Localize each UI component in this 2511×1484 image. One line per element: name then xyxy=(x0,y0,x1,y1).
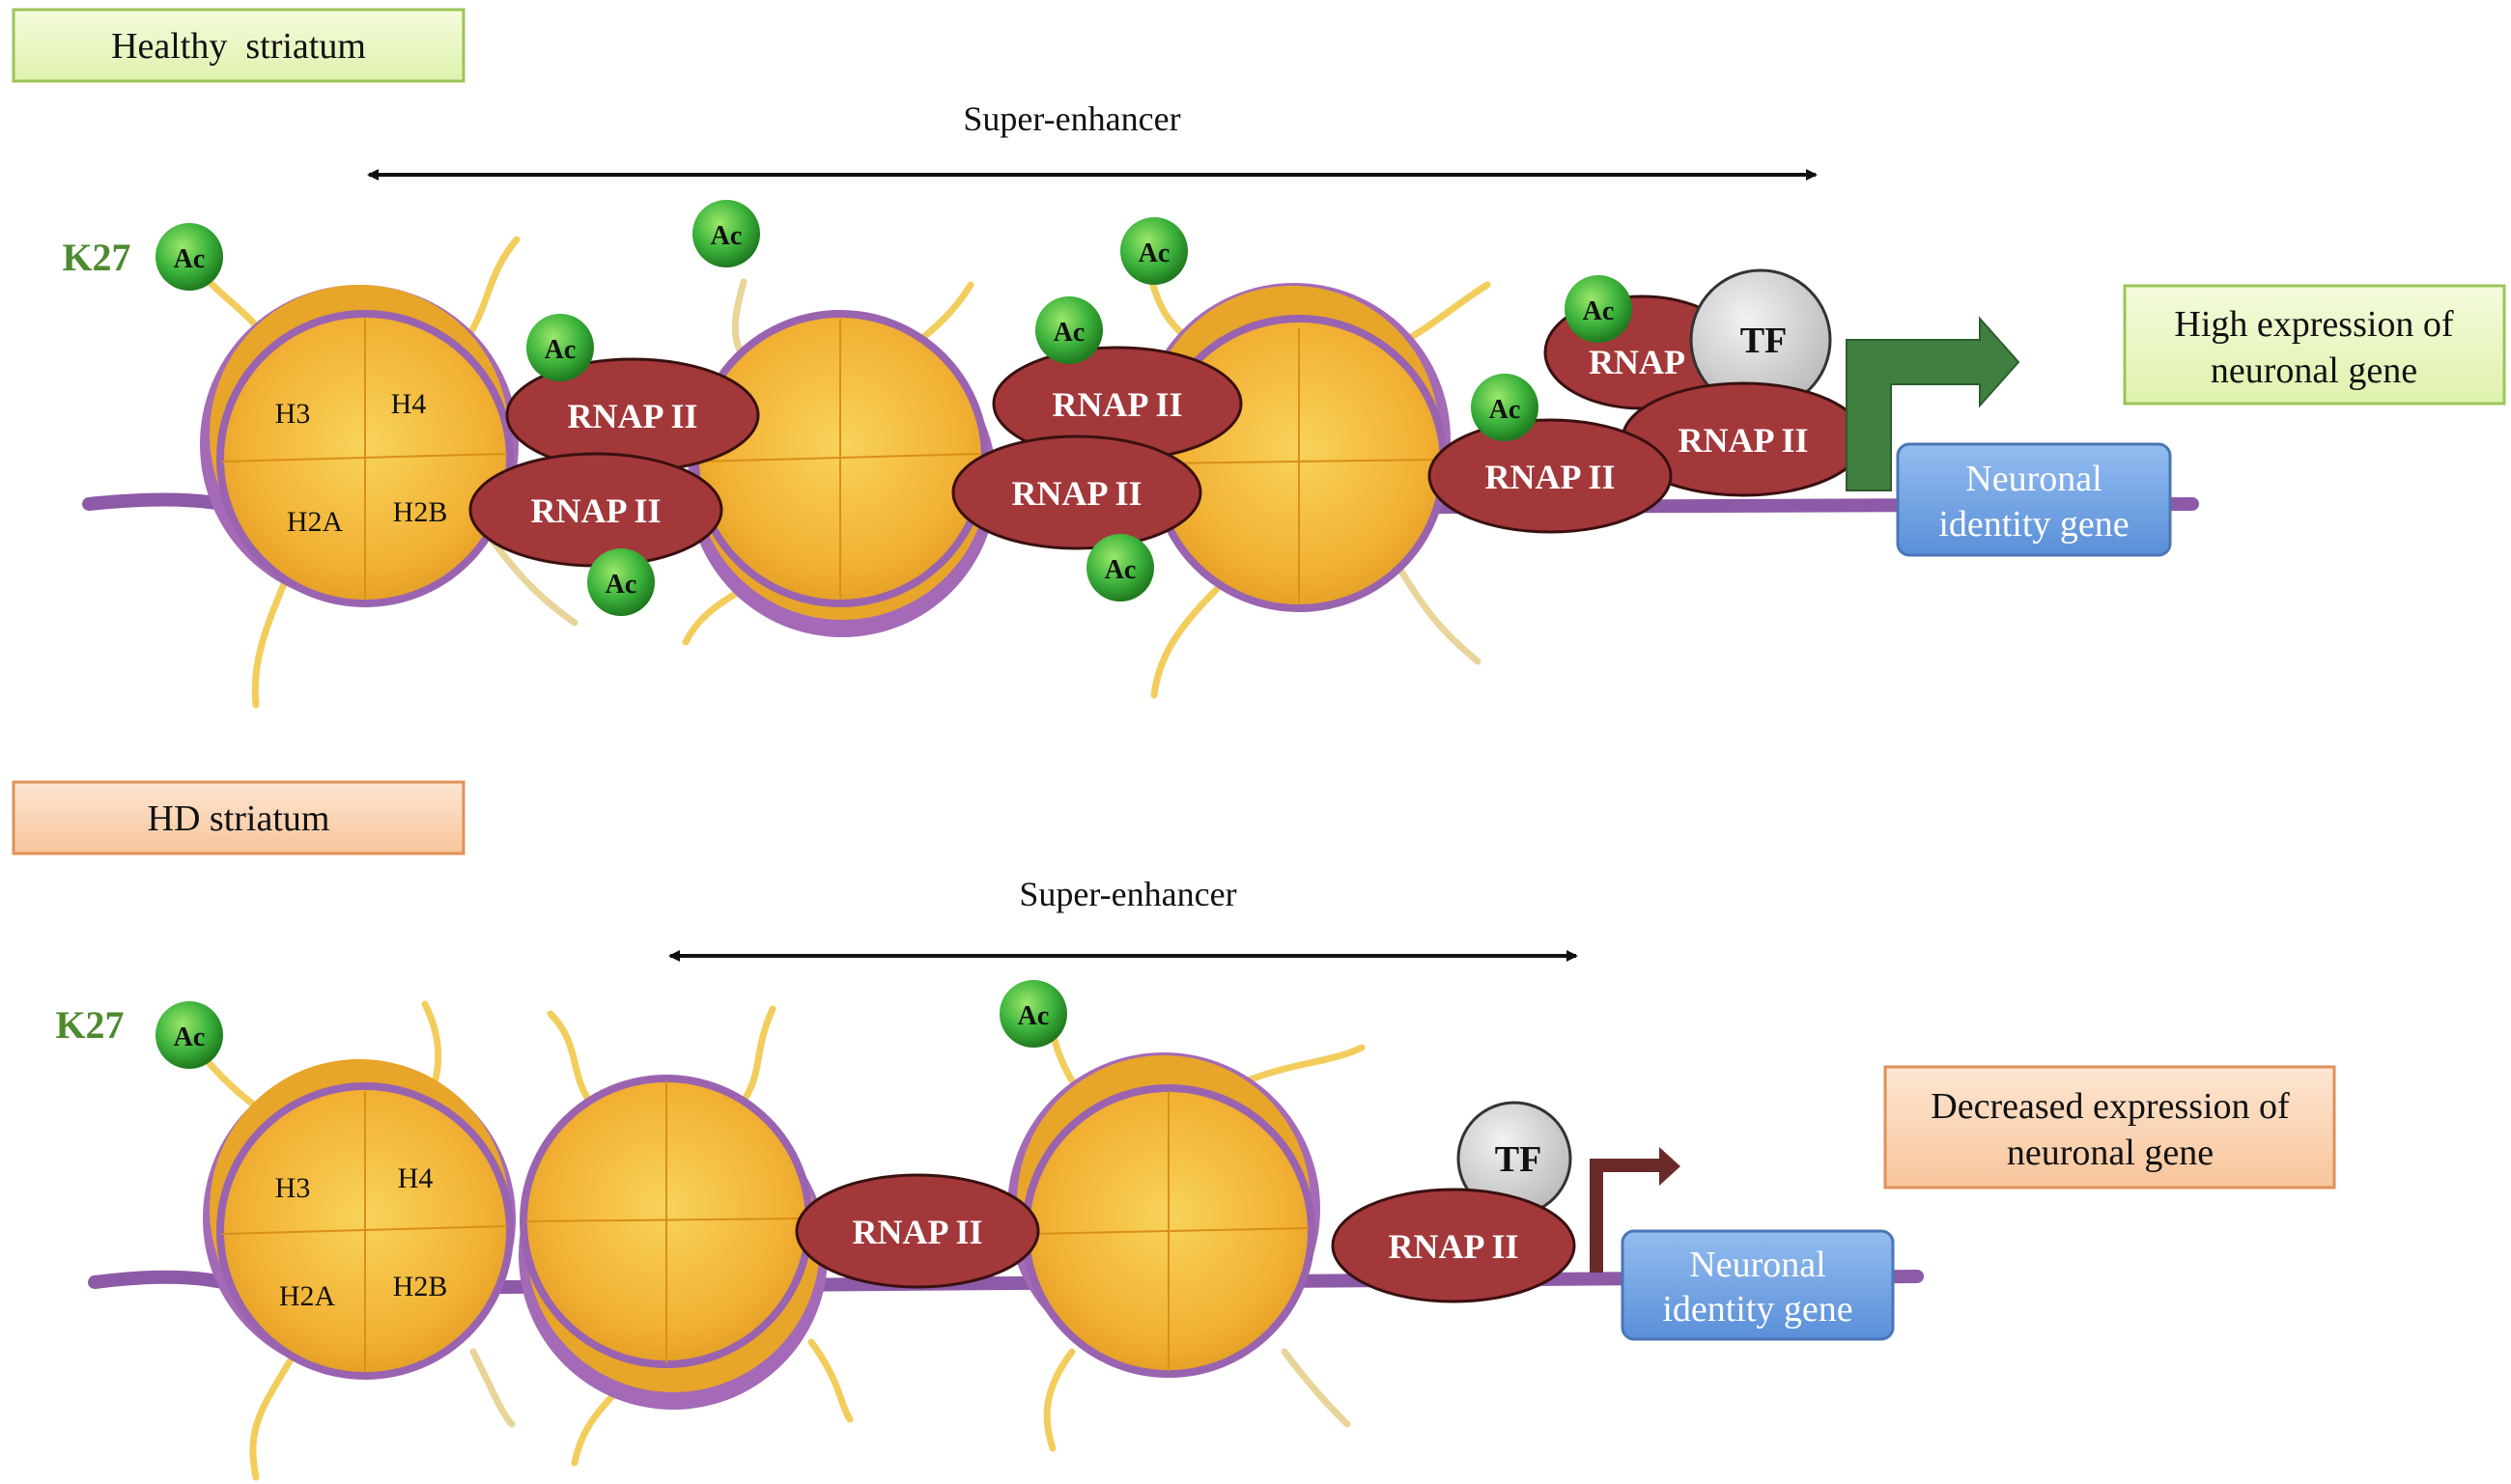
healthy-gene-line2: identity gene xyxy=(1938,504,2129,545)
healthy-rnap-2-label: RNAP II xyxy=(530,491,661,530)
healthy-ac-2: Ac xyxy=(692,200,760,267)
healthy-expression-box: High expression of neuronal gene xyxy=(2123,284,2506,406)
hd-super-enhancer-label: Super-enhancer xyxy=(1019,875,1236,913)
hd-nucleosome-3 xyxy=(1007,1052,1320,1378)
hd-gene-box: Neuronal identity gene xyxy=(1621,1229,1895,1341)
svg-text:Ac: Ac xyxy=(1139,238,1171,268)
hd-tf: TF xyxy=(1456,1101,1572,1217)
hd-panel: HD striatum Super-enhancer xyxy=(12,780,2336,1481)
healthy-rnap-1-label: RNAP II xyxy=(567,397,697,435)
healthy-histone-h3: H3 xyxy=(275,398,311,430)
healthy-panel: Healthy striatum Super-enhancer xyxy=(12,8,2506,709)
hd-histone-h4: H4 xyxy=(398,1162,434,1194)
healthy-rnap-7: RNAP II xyxy=(1427,418,1673,534)
hd-title-box: HD striatum xyxy=(12,780,466,855)
hd-k27-label: K27 xyxy=(55,1003,124,1047)
healthy-rnap-7-label: RNAP II xyxy=(1484,458,1615,496)
healthy-transcription-arrow xyxy=(1846,316,2020,491)
svg-text:Ac: Ac xyxy=(1105,555,1137,585)
hd-expression-line2: neuronal gene xyxy=(2007,1133,2214,1173)
healthy-nucleosome-1: H3 H4 H2A H2B xyxy=(200,285,519,607)
healthy-nucleosome-2 xyxy=(688,310,997,637)
svg-text:Ac: Ac xyxy=(1018,1001,1050,1031)
healthy-rnap-3: RNAP II xyxy=(992,346,1243,462)
hd-rnap-1: RNAP II xyxy=(795,1173,1040,1289)
hd-expression-line1: Decreased expression of xyxy=(1931,1086,2290,1127)
hd-gene-line2: identity gene xyxy=(1662,1289,1852,1330)
healthy-ac-9: Ac xyxy=(1565,275,1632,343)
svg-text:Ac: Ac xyxy=(606,570,637,600)
healthy-rnap-3-label: RNAP II xyxy=(1052,385,1182,424)
svg-text:Ac: Ac xyxy=(1583,296,1615,326)
healthy-ac-6: Ac xyxy=(1086,534,1154,602)
hd-rnap-2: RNAP II xyxy=(1331,1188,1576,1303)
healthy-expression-line1: High expression of xyxy=(2174,304,2454,345)
healthy-title: Healthy striatum xyxy=(111,26,366,67)
hd-ac-2: Ac xyxy=(1000,980,1067,1048)
healthy-super-enhancer-label: Super-enhancer xyxy=(963,99,1180,138)
hd-nucleosome-1: H3 H4 H2A H2B xyxy=(203,1059,516,1380)
svg-text:Ac: Ac xyxy=(1054,318,1086,348)
svg-text:Ac: Ac xyxy=(174,244,206,274)
healthy-rnap-6-label: RNAP II xyxy=(1678,421,1808,460)
healthy-ac-8: Ac xyxy=(1471,374,1538,441)
healthy-histone-h2b: H2B xyxy=(393,496,448,528)
healthy-expression-line2: neuronal gene xyxy=(2211,350,2417,391)
healthy-rnap-4: RNAP II xyxy=(951,434,1202,550)
healthy-tf: TF xyxy=(1689,268,1832,411)
hd-expression-box: Decreased expression of neuronal gene xyxy=(1883,1065,2336,1190)
healthy-k27-label: K27 xyxy=(62,236,130,279)
healthy-histone-h4: H4 xyxy=(391,388,427,420)
svg-text:Ac: Ac xyxy=(174,1022,206,1052)
healthy-histone-h2a: H2A xyxy=(287,506,344,538)
healthy-title-box: Healthy striatum xyxy=(12,8,466,83)
hd-gene-line1: Neuronal xyxy=(1689,1245,1825,1285)
healthy-ac-3: Ac xyxy=(526,314,594,381)
hd-nucleosome-2 xyxy=(519,1075,828,1410)
hd-transcription-arrow xyxy=(1590,1147,1680,1273)
healthy-gene-box: Neuronal identity gene xyxy=(1896,442,2172,557)
healthy-ac-marks: Ac Ac Ac Ac Ac Ac Ac Ac Ac xyxy=(155,200,1632,616)
hd-title: HD striatum xyxy=(148,798,330,839)
healthy-gene-line1: Neuronal xyxy=(1965,459,2102,499)
healthy-ac-4: Ac xyxy=(587,548,655,616)
hd-histone-h3: H3 xyxy=(275,1172,311,1204)
healthy-rnap-4-label: RNAP II xyxy=(1011,474,1142,513)
hd-tf-label: TF xyxy=(1495,1139,1542,1180)
hd-rnap-2-label: RNAP II xyxy=(1388,1227,1518,1266)
svg-text:Ac: Ac xyxy=(711,221,743,251)
svg-text:Ac: Ac xyxy=(1489,395,1521,425)
hd-ac-marks: Ac Ac xyxy=(155,980,1067,1069)
healthy-rnap-1: RNAP II xyxy=(505,357,760,473)
hd-histone-h2b: H2B xyxy=(393,1271,448,1302)
svg-text:Ac: Ac xyxy=(545,335,577,365)
healthy-rnap-5-label: RNAP xyxy=(1589,343,1685,381)
hd-ac-1: Ac xyxy=(155,1001,223,1069)
healthy-ac-5: Ac xyxy=(1035,296,1103,364)
hd-histone-h2a: H2A xyxy=(279,1280,336,1312)
healthy-ac-7: Ac xyxy=(1120,217,1188,285)
healthy-tf-label: TF xyxy=(1740,321,1788,361)
healthy-ac-1: Ac xyxy=(155,223,223,291)
healthy-rnap-2: RNAP II xyxy=(468,452,723,568)
hd-rnap-1-label: RNAP II xyxy=(852,1213,982,1251)
